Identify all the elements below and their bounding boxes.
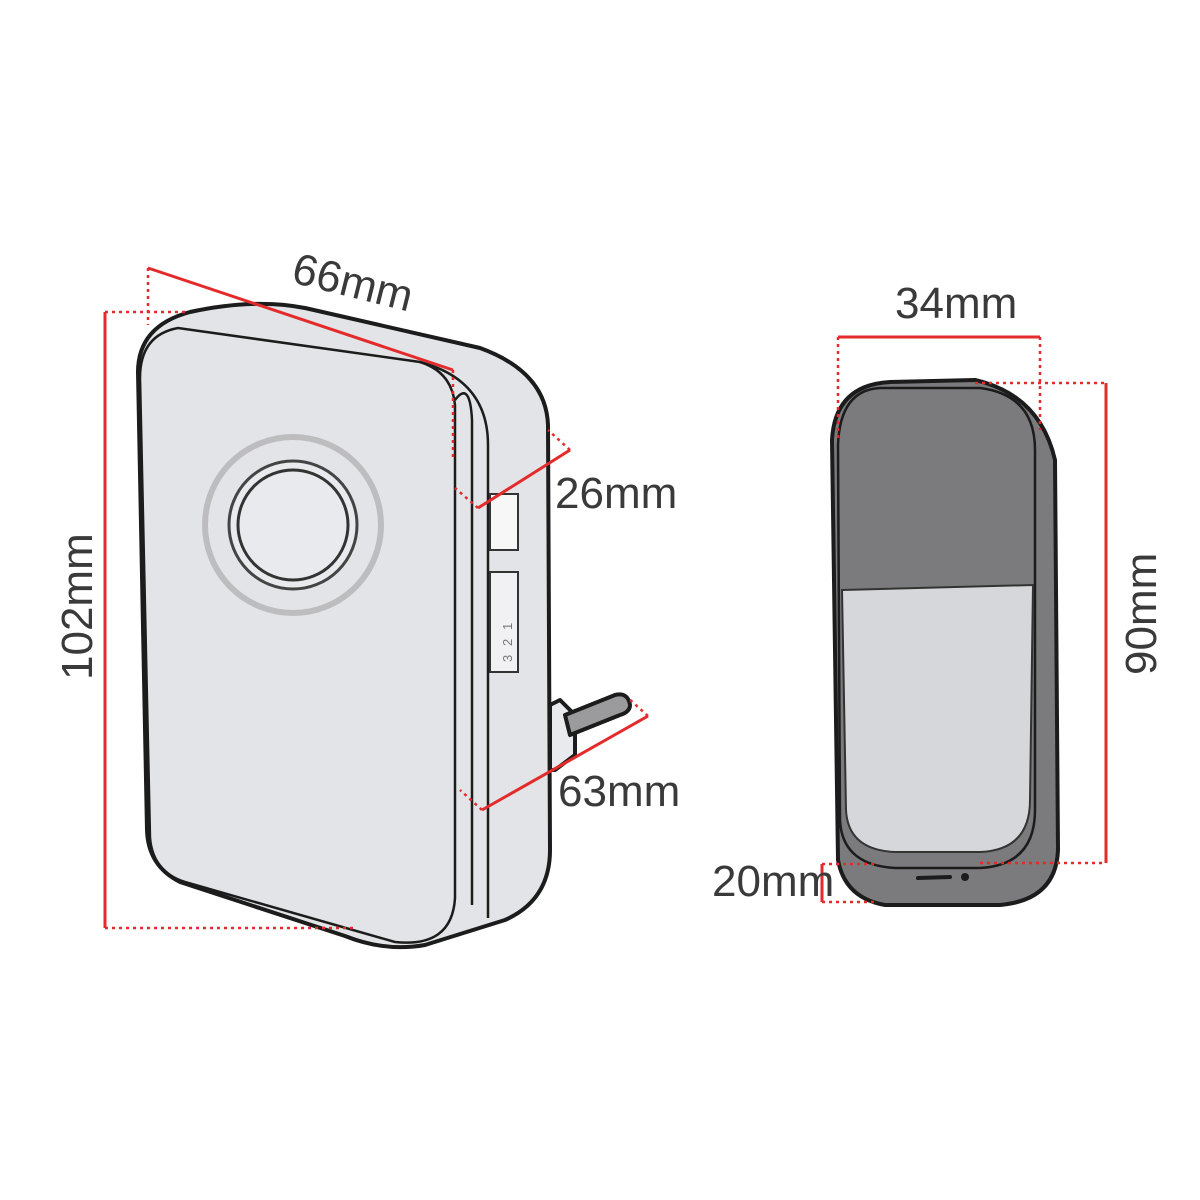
receiver-depth-label: 26mm <box>555 469 677 518</box>
button-lower-panel <box>840 583 1035 853</box>
receiver-front-face <box>138 326 457 944</box>
button-depth-label: 20mm <box>712 857 834 906</box>
side-button <box>489 493 519 551</box>
speaker-slot <box>916 875 952 880</box>
button-dimensions: 34mm 90mm 20mm <box>712 279 1166 906</box>
switch-label-2: 2 <box>500 639 515 646</box>
plug <box>548 692 632 772</box>
receiver-plug-depth-label: 63mm <box>558 767 680 816</box>
depth-line <box>477 448 571 510</box>
push-button-unit <box>830 378 1060 907</box>
switch-label-3: 3 <box>500 655 515 662</box>
receiver-height-label: 102mm <box>53 533 102 680</box>
melody-switch: 3 2 1 <box>500 623 515 662</box>
speaker-outer-ring <box>202 434 384 616</box>
speaker-button <box>236 468 350 582</box>
press-button <box>890 440 990 540</box>
receiver-body <box>136 301 552 950</box>
plug-depth-line <box>481 714 649 812</box>
led-indicator <box>961 873 969 881</box>
receiver-side-edge <box>419 360 490 918</box>
switch-label-1: 1 <box>500 623 515 630</box>
switch-slot <box>489 571 519 673</box>
width-line <box>147 266 454 372</box>
button-height-label: 90mm <box>1117 553 1166 675</box>
receiver-unit: 3 2 1 <box>136 301 632 950</box>
button-width-label: 34mm <box>895 279 1017 328</box>
button-front <box>836 386 1037 870</box>
